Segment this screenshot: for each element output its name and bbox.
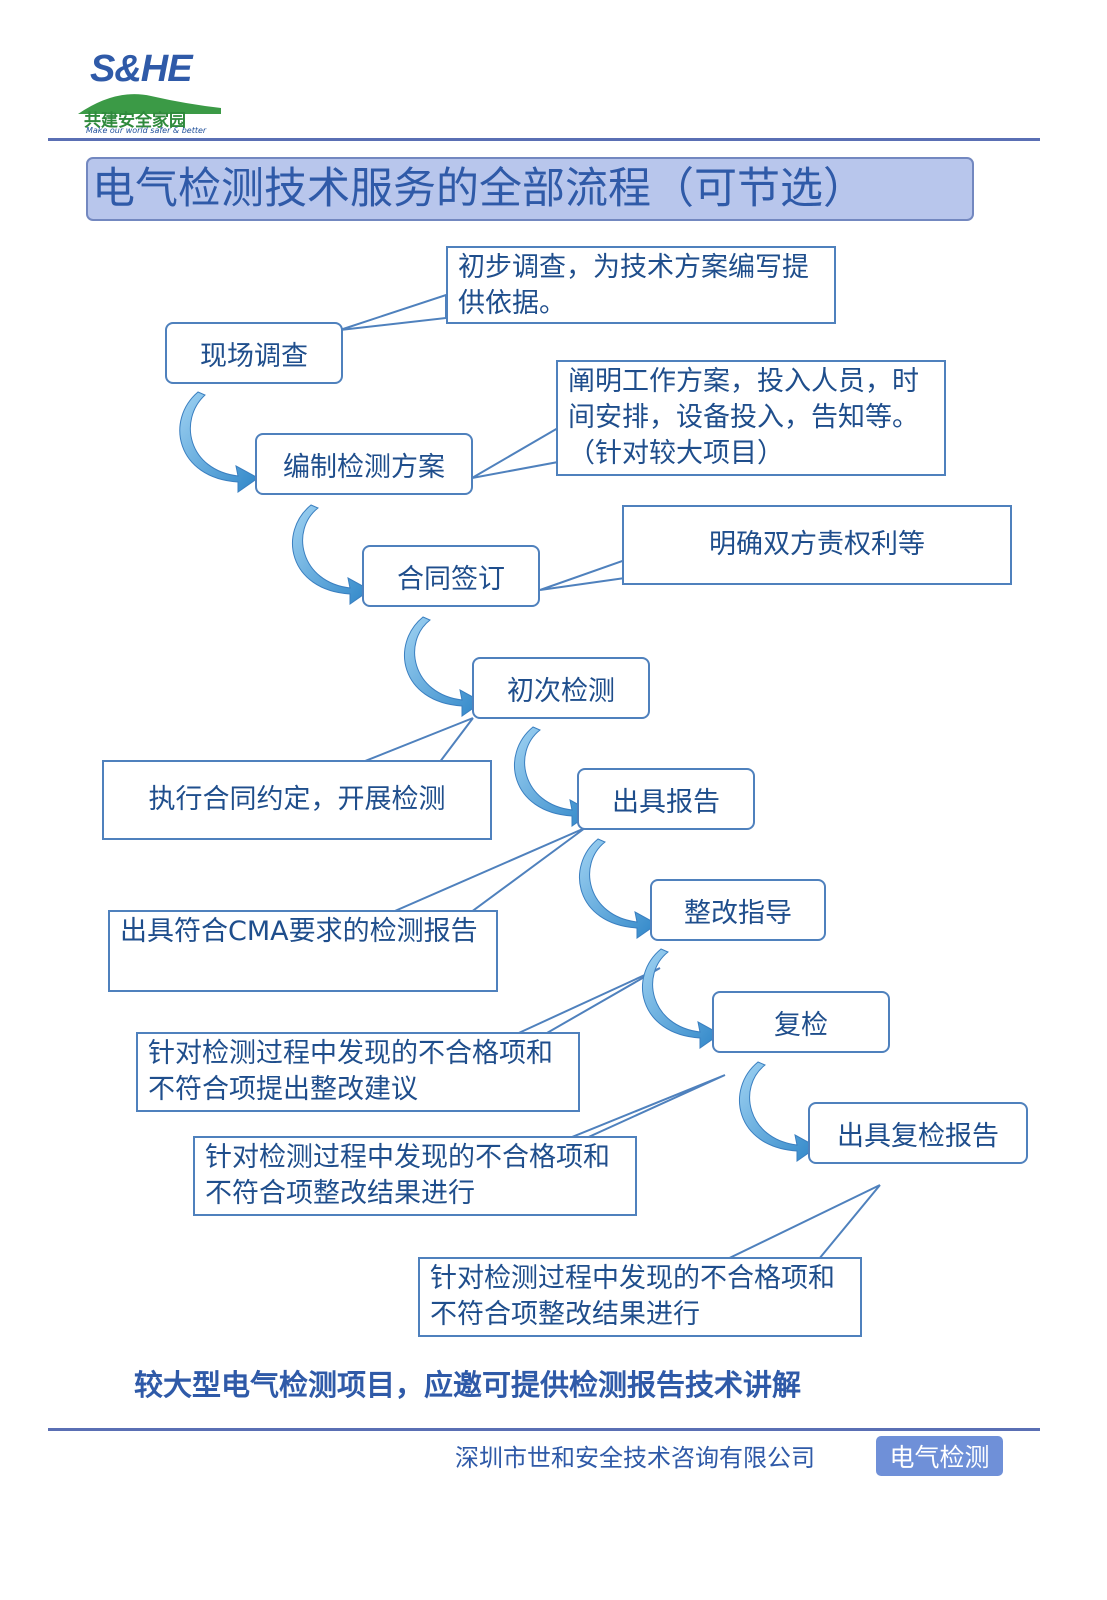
footer-tag: 电气检测	[876, 1436, 1003, 1476]
callout-line	[339, 293, 447, 331]
header-divider	[48, 138, 1040, 141]
curved-arrow-icon	[739, 1061, 818, 1162]
footer-divider	[48, 1428, 1040, 1431]
logo-slogan-cn: 共建安全家园	[84, 111, 186, 131]
step-site-survey: 现场调查	[165, 322, 343, 384]
company-name: 深圳市世和安全技术咨询有限公司	[455, 1444, 815, 1472]
page-title: 电气检测技术服务的全部流程（可节选）	[86, 157, 974, 221]
curved-arrow-icon	[179, 391, 259, 493]
step-reinspection: 复检	[712, 991, 890, 1053]
service-statement: 较大型电气检测项目，应邀可提供检测报告技术讲解	[134, 1368, 802, 1402]
curved-arrow-icon	[514, 726, 593, 827]
logo-slogan-en: Make our world safer & better	[86, 126, 207, 135]
note-reinspection-report: 针对检测过程中发现的不合格项和不符合项整改结果进行	[418, 1257, 862, 1337]
note-reinspection: 针对检测过程中发现的不合格项和不符合项整改结果进行	[193, 1136, 637, 1216]
step-sign-contract: 合同签订	[362, 545, 540, 607]
curved-arrow-icon	[642, 948, 721, 1049]
note-site-survey: 初步调查，为技术方案编写提供依据。	[446, 246, 836, 324]
note-prepare-plan: 阐明工作方案，投入人员，时间安排，设备投入，告知等。（针对较大项目）	[556, 360, 946, 476]
callout-line	[539, 558, 626, 591]
logo-hill-icon	[78, 94, 221, 114]
curved-arrow-icon	[579, 838, 658, 939]
curved-arrow-icon	[292, 504, 371, 605]
company-logo: S&HE 共建安全家园 Make our world safer & bette…	[76, 48, 226, 138]
logo-text: S&HE	[90, 48, 193, 90]
note-rectification-guidance: 针对检测过程中发现的不合格项和不符合项提出整改建议	[136, 1032, 580, 1112]
note-sign-contract: 明确双方责权利等	[622, 505, 1012, 585]
note-initial-inspection: 执行合同约定，开展检测	[102, 760, 492, 840]
step-rectification-guidance: 整改指导	[650, 879, 826, 941]
note-issue-report: 出具符合CMA要求的检测报告	[108, 910, 498, 992]
step-prepare-plan: 编制检测方案	[255, 433, 473, 495]
curved-arrow-icon	[404, 616, 483, 717]
step-initial-inspection: 初次检测	[472, 657, 650, 719]
step-issue-report: 出具报告	[577, 768, 755, 830]
step-reinspection-report: 出具复检报告	[808, 1102, 1028, 1164]
callout-line	[471, 426, 559, 479]
